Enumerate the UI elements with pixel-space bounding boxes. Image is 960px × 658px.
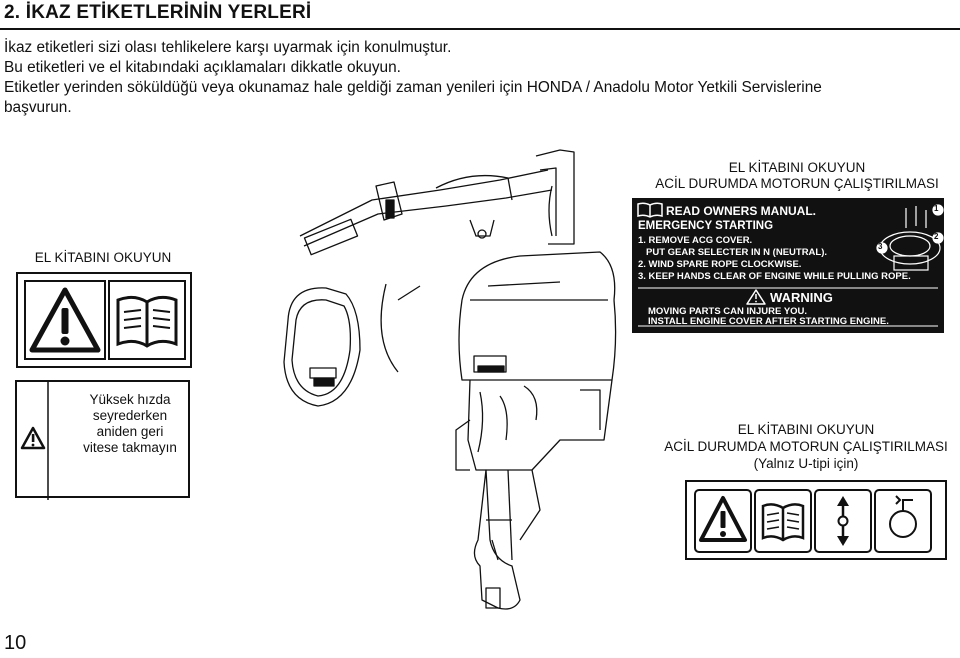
pull-rope-icon: [889, 495, 917, 538]
bottom-right-caption-line-1: EL KİTABINI OKUYUN: [737, 422, 875, 437]
intro-line-1: İkaz etiketleri sizi olası tehlikelere k…: [4, 39, 452, 56]
page-number: 10: [4, 632, 27, 654]
engine-sketch-icon: [876, 204, 944, 271]
left-label-icons: [24, 280, 186, 360]
step-1: 1. REMOVE ACG COVER.: [638, 235, 753, 246]
warning-title: WARNING: [770, 290, 833, 305]
emergency-start-graphics: [637, 202, 944, 327]
manual-icon: [637, 202, 663, 218]
step-1b: PUT GEAR SELECTER IN N (NEUTRAL).: [646, 247, 828, 258]
heading-rule: [0, 28, 960, 30]
callout-3: 3: [878, 242, 883, 251]
speed-line-1: Yüksek hızda: [89, 392, 171, 407]
gear-shift-icon: [837, 496, 849, 546]
bottom-right-caption-line-2: ACİL DURUMDA MOTORUN ÇALIŞTIRILMASI: [664, 439, 948, 454]
warning-icon: [699, 496, 747, 542]
emergency-start-decal: READ OWNERS MANUAL. EMERGENCY STARTING 1…: [632, 198, 944, 333]
bottom-right-caption-line-3: (Yalnız U-tipi için): [753, 456, 859, 471]
warning-line-1: MOVING PARTS CAN INJURE YOU.: [648, 306, 808, 317]
speed-line-4: vitese takmayın: [83, 440, 177, 455]
warning-icon: [29, 287, 101, 353]
intro-line-4: başvurun.: [4, 99, 72, 116]
speed-line-3: aniden geri: [96, 424, 164, 439]
bottom-right-label-panel: [685, 480, 947, 560]
read-manual-text: READ OWNERS MANUAL.: [666, 204, 816, 218]
speed-warning-text: Yüksek hızda seyrederken aniden geri vit…: [65, 392, 195, 456]
speed-warning-graphic: [20, 382, 49, 500]
section-heading: 2. İKAZ ETİKETLERİNİN YERLERİ: [4, 2, 312, 23]
warning-icon: [20, 426, 46, 450]
callout-1: 1: [934, 204, 939, 213]
warning-icon: [746, 289, 766, 305]
manual-icon: [116, 295, 178, 348]
step-3: 3. KEEP HANDS CLEAR OF ENGINE WHILE PULL…: [638, 271, 911, 282]
callout-2: 2: [934, 232, 939, 241]
left-label-caption: EL KİTABINI OKUYUN: [34, 250, 172, 265]
bottom-right-icons: [694, 489, 932, 553]
bottom-right-caption: EL KİTABINI OKUYUN ACİL DURUMDA MOTORUN …: [652, 421, 960, 472]
speed-line-2: seyrederken: [92, 408, 168, 423]
top-right-caption: EL KİTABINI OKUYUN ACİL DURUMDA MOTORUN …: [632, 160, 960, 192]
manual-icon: [761, 503, 805, 542]
left-label-panel: [16, 272, 192, 368]
intro-line-2: Bu etiketleri ve el kitabındaki açıklama…: [4, 59, 401, 76]
top-right-caption-line-2: ACİL DURUMDA MOTORUN ÇALIŞTIRILMASI: [655, 176, 939, 191]
warning-line-2: INSTALL ENGINE COVER AFTER STARTING ENGI…: [648, 316, 889, 327]
intro-line-3: Etiketler yerinden söküldüğü veya okunam…: [4, 79, 822, 96]
intro-text: İkaz etiketleri sizi olası tehlikelere k…: [4, 38, 959, 118]
speed-warning-panel: Yüksek hızda seyrederken aniden geri vit…: [15, 380, 190, 500]
top-right-caption-line-1: EL KİTABINI OKUYUN: [728, 160, 866, 175]
emergency-title: EMERGENCY STARTING: [638, 220, 774, 232]
step-2: 2. WIND SPARE ROPE CLOCKWISE.: [638, 259, 802, 270]
